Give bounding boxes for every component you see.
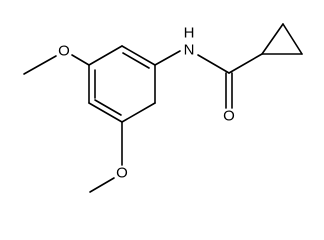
ring-double-bond-bottom-left bbox=[94, 99, 122, 116]
ring-bond-top-left bbox=[88, 45, 123, 66]
bond-ring-to-nitrogen bbox=[154, 50, 181, 66]
upper-oxygen-label: O bbox=[58, 43, 70, 60]
ring-bond-bottom-right bbox=[121, 102, 156, 123]
bond-nitrogen-to-carbonyl-carbon bbox=[197, 54, 230, 74]
cyclopropyl-bond-top bbox=[261, 23, 284, 55]
benzene-ring bbox=[88, 45, 156, 123]
carbonyl-oxygen-label: O bbox=[223, 108, 235, 125]
lower-oxygen-label: O bbox=[116, 165, 128, 182]
lower-methoxy-group: O bbox=[89, 121, 128, 193]
cyclopropyl-bond-right bbox=[282, 23, 303, 55]
molecule-structure-diagram: O O N H O bbox=[23, 23, 303, 193]
ring-bond-bottom-left bbox=[88, 102, 123, 123]
cyclopropyl-ring bbox=[228, 23, 303, 74]
nitrogen-label: N bbox=[184, 42, 195, 59]
ring-double-bond-top-right bbox=[122, 52, 150, 69]
hydrogen-label: H bbox=[184, 25, 195, 42]
bond-carbonyl-to-cyclopropyl bbox=[228, 53, 263, 74]
ring-bond-top-right bbox=[121, 45, 156, 66]
amide-nh-group: N H bbox=[154, 25, 230, 74]
bond-upper-oxygen-to-methyl bbox=[23, 55, 57, 75]
carbonyl-group: O bbox=[223, 72, 235, 125]
bond-ring-to-upper-oxygen bbox=[71, 54, 90, 66]
bond-lower-oxygen-to-methyl bbox=[89, 177, 115, 193]
upper-methoxy-group: O bbox=[23, 43, 90, 75]
